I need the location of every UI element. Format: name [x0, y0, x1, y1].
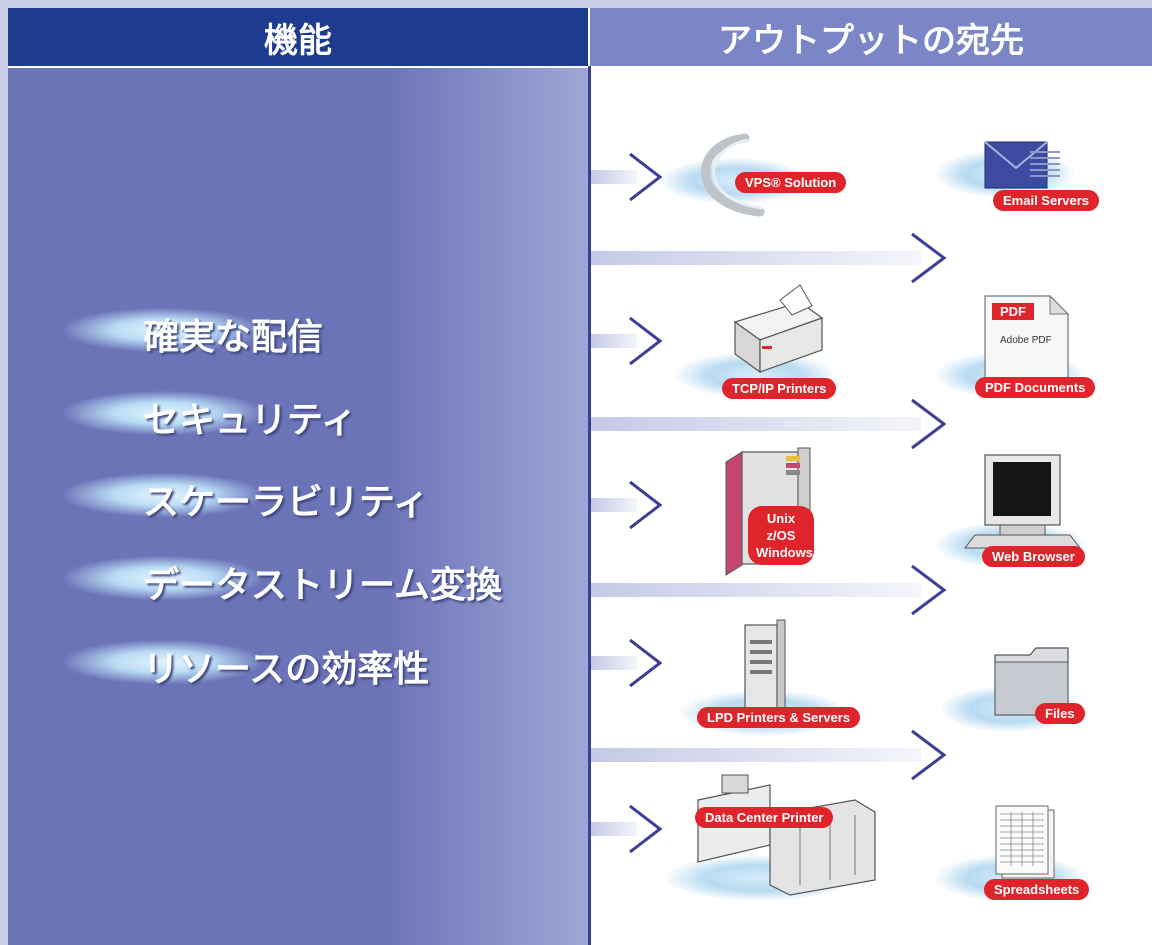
- source-os-zos: z/OS: [766, 528, 796, 543]
- route-bar: [591, 729, 947, 781]
- dest-label-files: Files: [1035, 703, 1085, 724]
- features-header: 機能: [8, 8, 588, 66]
- feature-glow: [63, 556, 263, 600]
- envelope-icon: [984, 141, 1060, 189]
- feature-item: データストリーム変換: [8, 548, 588, 608]
- feature-item: 確実な配信: [8, 300, 588, 360]
- feature-glow: [63, 473, 263, 517]
- feature-item: リソースの効率性: [8, 632, 588, 692]
- source-arrow: [591, 316, 663, 366]
- top-border: [0, 0, 1152, 8]
- source-os-windows: Windows: [756, 545, 813, 560]
- source-label-lpd: LPD Printers & Servers: [697, 707, 861, 728]
- dest-label-email: Email Servers: [993, 190, 1100, 211]
- destinations-header-title: アウトプットの宛先: [718, 20, 1024, 61]
- dest-label-spreadsheets: Spreadsheets: [984, 879, 1090, 900]
- pdf-sublabel: Adobe PDF: [1000, 335, 1052, 346]
- monitor-icon: [963, 454, 1082, 549]
- features-panel: 確実な配信 セキュリティ スケーラビリティ データストリーム変換 リソースの効率…: [8, 68, 588, 945]
- route-bar: [591, 398, 947, 450]
- features-header-title: 機能: [264, 20, 332, 61]
- source-label-vps: VPS® Solution: [735, 172, 847, 193]
- destinations-header: アウトプットの宛先: [590, 8, 1152, 66]
- flow-trunk-line: [588, 66, 591, 945]
- source-os-unix: Unix: [766, 511, 796, 526]
- laser-printer-icon: [733, 284, 824, 374]
- source-arrow: [591, 480, 663, 530]
- server-tower-icon: [744, 619, 786, 714]
- source-arrow: [591, 804, 663, 854]
- feature-glow: [63, 308, 263, 352]
- source-label-os: Unix z/OS Windows: [748, 506, 814, 565]
- feature-label: データストリーム変換: [143, 565, 502, 606]
- feature-label: スケーラビリティ: [143, 482, 429, 523]
- feature-label: セキュリティ: [143, 400, 357, 441]
- route-bar: [591, 564, 947, 616]
- feature-item: スケーラビリティ: [8, 465, 588, 525]
- pdf-badge: PDF: [992, 303, 1034, 320]
- production-printer-icon: [697, 774, 876, 896]
- vps-swoosh-icon: [701, 133, 765, 217]
- left-border: [0, 8, 8, 945]
- source-label-tcpip: TCP/IP Printers: [722, 378, 837, 399]
- feature-item: セキュリティ: [8, 383, 588, 443]
- feature-glow: [63, 391, 263, 435]
- feature-label: 確実な配信: [143, 317, 324, 358]
- feature-label: リソースの効率性: [143, 649, 430, 690]
- feature-glow: [63, 640, 263, 684]
- source-arrow: [591, 638, 663, 688]
- spreadsheet-icon: [995, 805, 1055, 879]
- dest-label-web: Web Browser: [982, 546, 1085, 567]
- route-bar: [591, 232, 947, 284]
- dest-label-pdf: PDF Documents: [975, 377, 1096, 398]
- source-label-datacenter: Data Center Printer: [695, 807, 834, 828]
- source-arrow: [591, 152, 663, 202]
